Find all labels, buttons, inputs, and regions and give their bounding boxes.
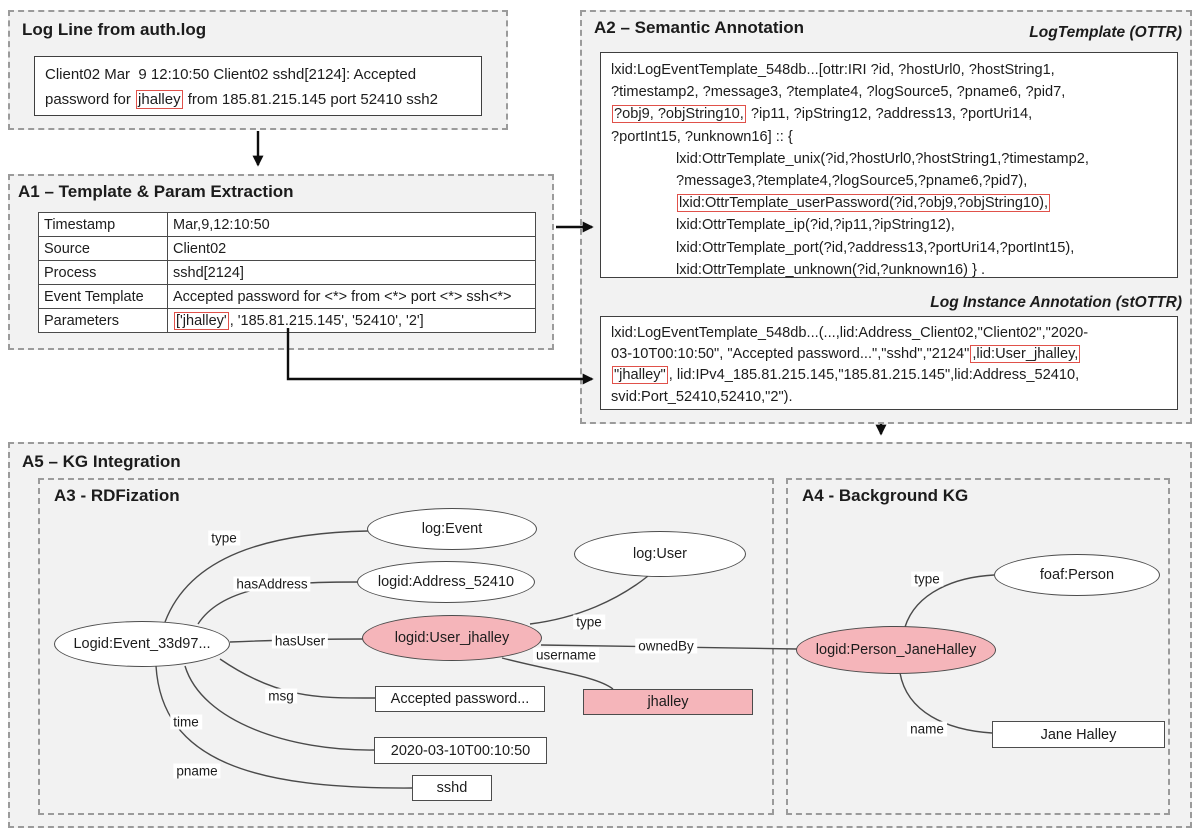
a1-row-value: Accepted password for <*> from <*> port … <box>167 284 536 309</box>
edge-msg-label: msg <box>265 688 297 704</box>
logline-text-line: password for jhalley from 185.81.215.145… <box>45 87 471 112</box>
literal-jane-halley: Jane Halley <box>992 721 1165 748</box>
stottr-instance-l1-text-0: 03-10T00:10:50", "Accepted password...",… <box>611 346 970 363</box>
a2-panel-title: A2 – Semantic Annotation <box>594 18 805 37</box>
logline-text-line: Client02 Mar 9 12:10:50 Client02 sshd[21… <box>45 62 471 87</box>
a1-value-text-0: Client02 <box>173 240 227 257</box>
ottr-template-l1-text-0: ?timestamp2, ?message3, ?template4, ?log… <box>611 84 1066 101</box>
ottr-template-label: LogTemplate (OTTR) <box>1029 24 1182 41</box>
edge-type-person-label: type <box>911 571 943 587</box>
logline-line1-text-0: password for <box>45 91 136 108</box>
ottr-template-line: lxid:LogEventTemplate_548db...[ottr:IRI … <box>611 59 1167 81</box>
literal-timestamp: 2020-03-10T00:10:50 <box>374 737 547 764</box>
stottr-instance-line: 03-10T00:10:50", "Accepted password...",… <box>611 344 1167 365</box>
ottr-template-l4-text-0: lxid:OttrTemplate_unix(?id,?hostUrl0,?ho… <box>676 150 1089 167</box>
edge-pname-label: pname <box>173 763 221 779</box>
edge-time-label: time <box>170 714 202 730</box>
a5-panel-title: A5 – KG Integration <box>22 452 181 471</box>
ottr-template-l0-text-0: lxid:LogEventTemplate_548db...[ottr:IRI … <box>611 62 1055 78</box>
logline-text-box: Client02 Mar 9 12:10:50 Client02 sshd[21… <box>34 56 482 116</box>
ottr-template-code-box: lxid:LogEventTemplate_548db...[ottr:IRI … <box>600 52 1178 278</box>
node-person-janehalley: logid:Person_JaneHalley <box>796 626 996 674</box>
a1-panel-title: A1 – Template & Param Extraction <box>18 182 294 201</box>
a1-row-value: ['jhalley', '185.81.215.145', '52410', '… <box>167 308 536 333</box>
a1-row-label: Timestamp <box>38 212 168 237</box>
ottr-template-line: lxid:OttrTemplate_port(?id,?address13,?p… <box>611 237 1167 259</box>
ottr-template-line: lxid:OttrTemplate_unknown(?id,?unknown16… <box>611 259 1167 281</box>
node-log-event: log:Event <box>367 508 537 550</box>
a1-row-label: Process <box>38 260 168 285</box>
a1-row-value: Mar,9,12:10:50 <box>167 212 536 237</box>
a1-table-row: Timestamp Mar,9,12:10:50 <box>38 212 536 237</box>
ottr-template-l6-highlight: lxid:OttrTemplate_userPassword(?id,?obj9… <box>677 194 1051 213</box>
a1-value-text-1: , '185.81.215.145', '52410', '2'] <box>229 312 424 329</box>
a1-table-row: Event Template Accepted password for <*> … <box>38 284 536 309</box>
ottr-template-line: lxid:OttrTemplate_ip(?id,?ip11,?ipString… <box>611 214 1167 236</box>
edge-ownedby-label: ownedBy <box>635 638 697 654</box>
node-log-user: log:User <box>574 531 746 577</box>
edge-username-label: username <box>532 647 600 663</box>
node-user-jhalley: logid:User_jhalley <box>362 615 542 661</box>
a1-table-row: Source Client02 <box>38 236 536 261</box>
ottr-template-line: ?message3,?template4,?logSource5,?pname6… <box>611 170 1167 192</box>
stottr-instance-l2-text-1: , lid:IPv4_185.81.215.145,"185.81.215.14… <box>668 367 1080 384</box>
a1-row-label: Event Template <box>38 284 168 309</box>
edge-type-event-label: type <box>208 530 240 546</box>
a1-value-text-0: Mar,9,12:10:50 <box>173 216 270 233</box>
ottr-template-l8-text-0: lxid:OttrTemplate_port(?id,?address13,?p… <box>676 239 1075 256</box>
stottr-instance-l1-highlight: ,lid:User_jhalley, <box>970 345 1081 364</box>
stottr-instance-line: lxid:LogEventTemplate_548db...(...,lid:A… <box>611 323 1167 344</box>
ottr-template-l2-highlight: ?obj9, ?objString10, <box>612 105 746 124</box>
a1-table-row: Process sshd[2124] <box>38 260 536 285</box>
a1-value-text-0: sshd[2124] <box>173 264 244 281</box>
stottr-instance-line: svid:Port_52410,52410,"2"). <box>611 387 1167 408</box>
ottr-template-line: ?portInt15, ?unknown16] :: { <box>611 126 1167 148</box>
a1-table-row: Parameters['jhalley', '185.81.215.145', … <box>38 308 536 333</box>
edge-hasaddress-label: hasAddress <box>233 576 311 592</box>
a1-row-label: Source <box>38 236 168 261</box>
a1-row-value: Client02 <box>167 236 536 261</box>
a3-panel-title: A3 - RDFization <box>54 486 180 505</box>
a1-row-label: Parameters <box>38 308 168 333</box>
ottr-template-line: ?obj9, ?objString10, ?ip11, ?ipString12,… <box>611 103 1167 125</box>
a4-panel-title: A4 - Background KG <box>802 486 969 505</box>
ottr-template-l3-text-0: ?portInt15, ?unknown16] :: { <box>611 128 793 145</box>
logline-line0-text-0: Client02 Mar 9 12:10:50 Client02 sshd[21… <box>45 66 417 83</box>
literal-message: Accepted password... <box>375 686 545 712</box>
ottr-template-l7-text-0: lxid:OttrTemplate_ip(?id,?ip11,?ipString… <box>676 217 955 234</box>
a1-row-value: sshd[2124] <box>167 260 536 285</box>
a1-value-text-0: Accepted password for <*> from <*> port … <box>173 288 512 305</box>
ottr-template-line: ?timestamp2, ?message3, ?template4, ?log… <box>611 81 1167 103</box>
edge-hasuser-label: hasUser <box>271 633 329 649</box>
node-address: logid:Address_52410 <box>357 561 535 603</box>
edge-name-label: name <box>907 721 947 737</box>
stottr-instance-l2-highlight: "jhalley" <box>612 366 668 385</box>
stottr-instance-l0-text-0: lxid:LogEventTemplate_548db...(...,lid:A… <box>611 325 1089 341</box>
logline-line1-text-2: from 185.81.215.145 port 52410 ssh2 <box>183 91 438 108</box>
stottr-instance-l3-text-0: svid:Port_52410,52410,"2"). <box>611 388 793 405</box>
logline-panel-title: Log Line from auth.log <box>22 20 207 39</box>
node-foaf-person: foaf:Person <box>994 554 1160 596</box>
edge-type-user-label: type <box>573 614 605 630</box>
ottr-template-line: lxid:OttrTemplate_userPassword(?id,?obj9… <box>611 192 1167 214</box>
stottr-instance-line: "jhalley", lid:IPv4_185.81.215.145,"185.… <box>611 365 1167 386</box>
stottr-instance-label: Log Instance Annotation (stOTTR) <box>930 294 1182 311</box>
ottr-template-l2-text-1: ?ip11, ?ipString12, ?address13, ?portUri… <box>746 106 1033 123</box>
ottr-template-l5-text-0: ?message3,?template4,?logSource5,?pname6… <box>676 173 1028 190</box>
literal-jhalley: jhalley <box>583 689 753 715</box>
node-event: Logid:Event_33d97... <box>54 621 230 667</box>
literal-sshd: sshd <box>412 775 492 801</box>
a1-value-highlight: ['jhalley' <box>174 311 229 330</box>
ottr-template-l9-text-0: lxid:OttrTemplate_unknown(?id,?unknown16… <box>676 261 986 278</box>
ottr-template-line: lxid:OttrTemplate_unix(?id,?hostUrl0,?ho… <box>611 148 1167 170</box>
stottr-instance-code-box: lxid:LogEventTemplate_548db...(...,lid:A… <box>600 316 1178 410</box>
logline-line1-highlight: jhalley <box>136 90 183 109</box>
